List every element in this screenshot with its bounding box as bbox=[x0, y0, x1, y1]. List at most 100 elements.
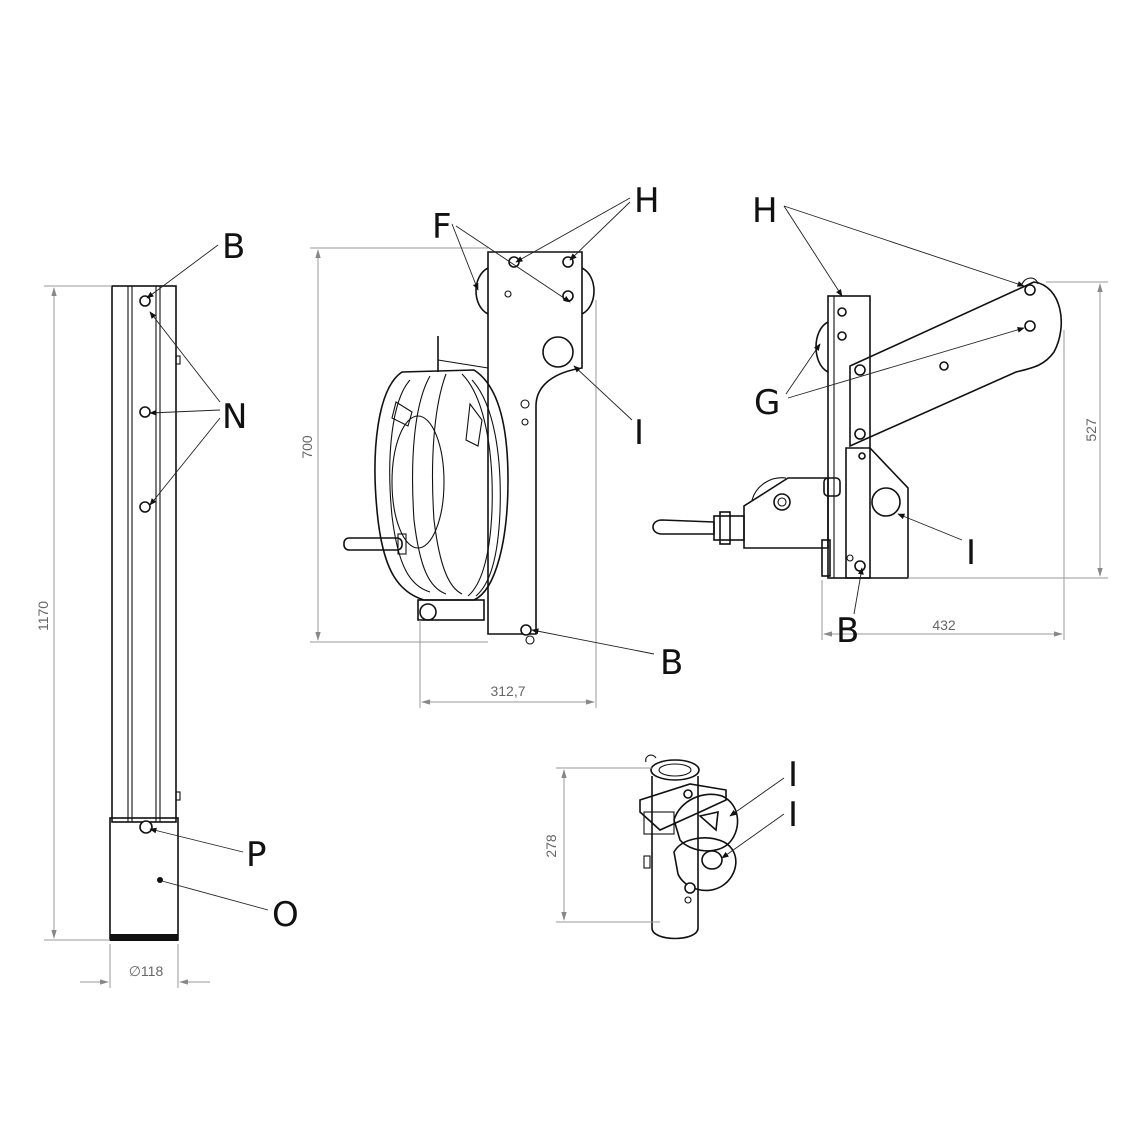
winch-bolt bbox=[562, 290, 574, 302]
leader-g-davit bbox=[785, 343, 821, 395]
callout-b: B bbox=[660, 643, 683, 683]
post-hole bbox=[139, 295, 151, 307]
winch-clamp bbox=[391, 401, 413, 427]
winch-handle-shaft bbox=[397, 533, 407, 555]
dim-winch-height: 700 bbox=[299, 435, 315, 459]
davit-pin-hole bbox=[871, 487, 901, 517]
dim-socket-height: 278 bbox=[543, 834, 559, 858]
davit-screw bbox=[846, 554, 854, 562]
davit-bolt bbox=[837, 331, 847, 341]
dim-post-diameter: ∅118 bbox=[129, 963, 164, 979]
davit-bolt bbox=[858, 452, 866, 460]
winch-mount-plate bbox=[487, 251, 583, 635]
winch-housing-line bbox=[389, 379, 431, 593]
davit-winch-hub-inner bbox=[777, 497, 787, 507]
davit-handle-grip bbox=[652, 519, 715, 535]
davit-winch-hub bbox=[773, 493, 791, 511]
davit-arm-hole bbox=[1024, 320, 1036, 332]
leader-n-post bbox=[149, 311, 221, 403]
leader-i-davit bbox=[897, 513, 963, 541]
davit-bolt bbox=[837, 307, 847, 317]
dim-davit-height: 527 bbox=[1083, 418, 1099, 442]
winch-drum bbox=[391, 415, 445, 549]
dim-winch-width: 312,7 bbox=[490, 683, 525, 699]
davit-arm-hole bbox=[939, 361, 949, 371]
socket-eye-upper-hole bbox=[698, 810, 719, 832]
leader-n-post bbox=[149, 409, 221, 416]
winch-screw bbox=[521, 418, 529, 426]
leader-n-post bbox=[149, 417, 221, 506]
post-base-plate bbox=[110, 934, 178, 941]
winch-bottom-nut bbox=[525, 635, 535, 645]
socket-top-pin bbox=[645, 754, 657, 763]
post-bolt bbox=[157, 877, 163, 883]
post-hole bbox=[139, 406, 151, 418]
davit-arm-hole bbox=[854, 364, 866, 376]
post-sleeve bbox=[109, 817, 179, 941]
davit-arm-hole bbox=[1024, 284, 1036, 296]
callout-f: F bbox=[432, 207, 452, 247]
leader-b-winch bbox=[531, 628, 655, 655]
callout-i: I bbox=[788, 755, 798, 795]
davit-arm-hole bbox=[854, 428, 866, 440]
winch-top-bracket bbox=[437, 359, 489, 369]
post-pin-hole bbox=[139, 820, 153, 834]
winch-base-nut bbox=[419, 603, 437, 621]
socket-eye-upper bbox=[673, 793, 739, 852]
winch-view: 700 312,7 F H I B bbox=[299, 181, 683, 708]
winch-bottom-hole bbox=[520, 624, 532, 636]
socket-tube-top bbox=[650, 759, 700, 781]
leader-i-winch bbox=[573, 365, 633, 421]
socket-clamp bbox=[639, 783, 727, 831]
winch-housing-line bbox=[431, 373, 463, 595]
callout-i: I bbox=[788, 795, 798, 835]
davit-arm bbox=[849, 281, 1062, 448]
davit-view: 527 432 H G I B bbox=[652, 191, 1108, 651]
leader-i-socket-upper bbox=[729, 777, 785, 817]
post-screw bbox=[175, 355, 181, 365]
callout-i: I bbox=[634, 413, 644, 453]
winch-housing-line bbox=[461, 373, 493, 597]
callout-p: P bbox=[246, 835, 267, 875]
davit-winch-drum bbox=[751, 477, 787, 501]
socket-tube bbox=[651, 776, 699, 940]
callout-i: I bbox=[966, 533, 976, 573]
post-upper-tube bbox=[111, 285, 177, 823]
davit-winch-foot bbox=[821, 539, 831, 577]
winch-screw bbox=[504, 290, 512, 298]
davit-bottom-hole bbox=[854, 560, 866, 572]
leader-f-winch bbox=[451, 223, 479, 291]
winch-base bbox=[417, 599, 485, 621]
socket-pin bbox=[643, 855, 651, 869]
post-screw bbox=[175, 791, 181, 801]
callout-b: B bbox=[836, 611, 859, 651]
leader-h-winch bbox=[569, 201, 631, 261]
socket-screw bbox=[684, 896, 692, 904]
dim-post-height: 1170 bbox=[35, 601, 51, 631]
callout-b: B bbox=[222, 227, 245, 267]
winch-roller-right bbox=[581, 267, 595, 315]
leader-f-winch bbox=[455, 225, 571, 303]
winch-roller-left bbox=[475, 267, 489, 315]
winch-screw bbox=[520, 399, 530, 409]
leader-g-davit bbox=[787, 327, 1025, 399]
winch-handle bbox=[343, 537, 403, 551]
socket-bolt bbox=[683, 789, 693, 799]
callout-g: G bbox=[754, 383, 780, 423]
socket-tube-bore bbox=[658, 763, 692, 777]
davit-winch-cap bbox=[823, 477, 841, 497]
callout-h: H bbox=[634, 181, 660, 221]
davit-handle-clamp bbox=[719, 511, 731, 545]
davit-bracket-plate bbox=[845, 447, 909, 579]
leader-h-winch bbox=[515, 197, 631, 263]
winch-housing-line bbox=[471, 379, 501, 597]
leader-p-post bbox=[149, 827, 244, 853]
socket-clamp-block bbox=[643, 811, 675, 835]
callout-o: O bbox=[272, 895, 299, 935]
davit-handle-clamp bbox=[713, 515, 745, 541]
winch-pin-hole bbox=[542, 336, 574, 368]
callout-h: H bbox=[752, 191, 778, 231]
leader-i-socket-lower bbox=[721, 813, 785, 859]
post-view: 1170 ∅118 B N P O bbox=[35, 227, 299, 988]
